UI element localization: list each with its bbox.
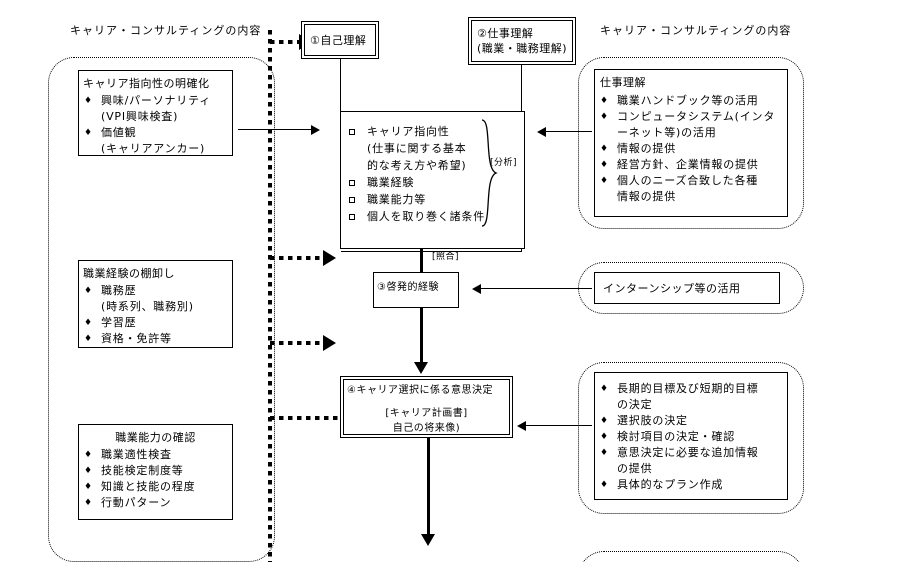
arrowhead-decision-down <box>421 534 435 546</box>
connector-analysis-to-experience <box>420 249 423 276</box>
right-dotted-group-job-understanding <box>578 57 804 229</box>
right-dotted-group-partial <box>578 551 804 562</box>
list-item: 検討項目の決定・確認 <box>595 429 787 445</box>
right-column-heading: キャリア・コンサルティングの内容 <box>600 24 792 37</box>
list-item: 経営方針、企業情報の提供 <box>595 157 787 173</box>
analysis-box: キャリア指向性 (仕事に関する基本 的な考え方や希望) 職業経験 職業能力等 個… <box>340 111 525 249</box>
right-box-1-list: 職業ハンドブック等の活用 コンピュータシステム(インタ ーネット等)の活用 情報… <box>595 93 787 205</box>
right-dotted-group-decision-support <box>578 362 804 514</box>
list-item: 学習歴 <box>79 315 232 331</box>
list-item: 職業経験 <box>341 174 524 191</box>
list-item: 資格・免許等 <box>79 331 232 347</box>
left-box-1-list: 興味/パーソナリティ (VPI興味検査) 価値観 (キャリアアンカー) <box>79 93 232 157</box>
connector-plan-to-decision <box>525 425 592 426</box>
analysis-label: [分析] <box>490 158 518 168</box>
list-item: キャリア指向性 (仕事に関する基本 的な考え方や希望) <box>341 123 524 174</box>
list-item: 個人のニーズ合致した各種 情報の提供 <box>595 173 787 205</box>
dotted-connector-middle <box>270 341 325 345</box>
dotted-connector-decision <box>270 416 340 420</box>
list-item: 知識と技能の程度 <box>79 479 232 495</box>
list-item: 技能検定制度等 <box>79 463 232 479</box>
connector-internship-to-experience <box>480 288 592 289</box>
arrowhead-plan-to-decision <box>517 421 526 431</box>
arrowhead-analysis <box>323 250 336 266</box>
arrowhead-experience-to-decision <box>414 362 428 374</box>
stage-decision-title: ④キャリア選択に係る意思決定 <box>347 385 493 396</box>
dotted-connector-analysis <box>270 256 325 260</box>
dotted-connector-self-understanding <box>270 40 300 44</box>
left-box-work-experience: 職業経験の棚卸し 職務歴 (時系列、職務別) 学習歴 資格・免許等 <box>78 260 233 348</box>
list-item: 行動パターン <box>79 495 232 511</box>
stage-job-understanding-label-1: ②仕事理解 <box>477 27 534 40</box>
arrowhead-middle <box>323 335 336 351</box>
stage-self-understanding-label: ①自己理解 <box>310 34 367 47</box>
left-box-3-list: 職業適性検査 技能検定制度等 知識と技能の程度 行動パターン <box>79 447 232 511</box>
left-box-2-list: 職務歴 (時系列、職務別) 学習歴 資格・免許等 <box>79 283 232 347</box>
stage-decision-sub-1: [キャリア計画書] <box>385 408 468 419</box>
left-box-2-title: 職業経験の棚卸し <box>83 267 175 280</box>
connector-experience-to-decision <box>420 308 423 366</box>
left-box-career-orientation: キャリア指向性の明確化 興味/パーソナリティ (VPI興味検査) 価値観 (キャ… <box>78 70 233 156</box>
matching-label: [照合] <box>432 252 460 262</box>
stage-job-understanding-label-2: (職業・職務理解) <box>477 42 568 55</box>
list-item: 興味/パーソナリティ (VPI興味検査) <box>79 93 232 125</box>
list-item: 情報の提供 <box>595 141 787 157</box>
connector-right-to-analysis <box>545 131 592 132</box>
right-box-job-understanding: 仕事理解 職業ハンドブック等の活用 コンピュータシステム(インタ ーネット等)の… <box>594 69 788 217</box>
connector-self-understanding-down <box>340 59 341 111</box>
stage-self-understanding-box: ①自己理解 <box>301 21 379 59</box>
left-box-1-title: キャリア指向性の明確化 <box>83 77 210 90</box>
list-item: 職業適性検査 <box>79 447 232 463</box>
left-dotted-spine <box>268 30 272 562</box>
list-item: 職業ハンドブック等の活用 <box>595 93 787 109</box>
right-dotted-group-internship <box>578 262 804 314</box>
stage-decision-sub-2: 自己の将来像) <box>392 423 461 434</box>
list-item: 個人を取り巻く諸条件 <box>341 208 524 225</box>
arrowhead-right-to-analysis <box>537 127 546 137</box>
stage-developmental-experience-label: ③啓発的経験 <box>377 282 439 293</box>
stage-decision-box: ④キャリア選択に係る意思決定 [キャリア計画書] 自己の将来像) <box>340 376 513 438</box>
list-item: 選択肢の決定 <box>595 413 787 429</box>
left-column-heading: キャリア・コンサルティングの内容 <box>70 24 262 37</box>
list-item: コンピュータシステム(インタ ーネット等)の活用 <box>595 109 787 141</box>
arrowhead-internship-to-experience <box>472 284 481 294</box>
connector-decision-down <box>427 438 430 538</box>
right-box-internship: インターンシップ等の活用 <box>594 272 780 304</box>
list-item: 長期的目標及び短期的目標 の決定 <box>595 381 787 413</box>
arrowhead-left-to-analysis <box>311 125 320 135</box>
right-box-decision-support: 長期的目標及び短期的目標 の決定 選択肢の決定 検討項目の決定・確認 意思決定に… <box>594 372 788 500</box>
list-item: 職業能力等 <box>341 191 524 208</box>
connector-line-left-to-analysis <box>238 129 313 130</box>
stage-job-understanding-box: ②仕事理解 (職業・職務理解) <box>468 17 576 65</box>
analysis-list: キャリア指向性 (仕事に関する基本 的な考え方や希望) 職業経験 職業能力等 個… <box>341 123 524 225</box>
list-item: 価値観 (キャリアアンカー) <box>79 125 232 157</box>
right-box-3-list: 長期的目標及び短期的目標 の決定 選択肢の決定 検討項目の決定・確認 意思決定に… <box>595 381 787 493</box>
list-item: 職務歴 (時系列、職務別) <box>79 283 232 315</box>
list-item: 意思決定に必要な追加情報 の提供 <box>595 445 787 477</box>
right-box-internship-label: インターンシップ等の活用 <box>603 282 741 295</box>
connector-job-understanding-bottom <box>341 251 522 252</box>
right-box-1-title: 仕事理解 <box>600 76 646 89</box>
analysis-brace-icon <box>481 119 498 227</box>
left-box-3-title: 職業能力の確認 <box>115 431 196 444</box>
stage-developmental-experience-box: ③啓発的経験 <box>373 272 459 308</box>
left-box-ability-check: 職業能力の確認 職業適性検査 技能検定制度等 知識と技能の程度 行動パターン <box>78 424 233 520</box>
list-item: 具体的なプラン作成 <box>595 477 787 493</box>
